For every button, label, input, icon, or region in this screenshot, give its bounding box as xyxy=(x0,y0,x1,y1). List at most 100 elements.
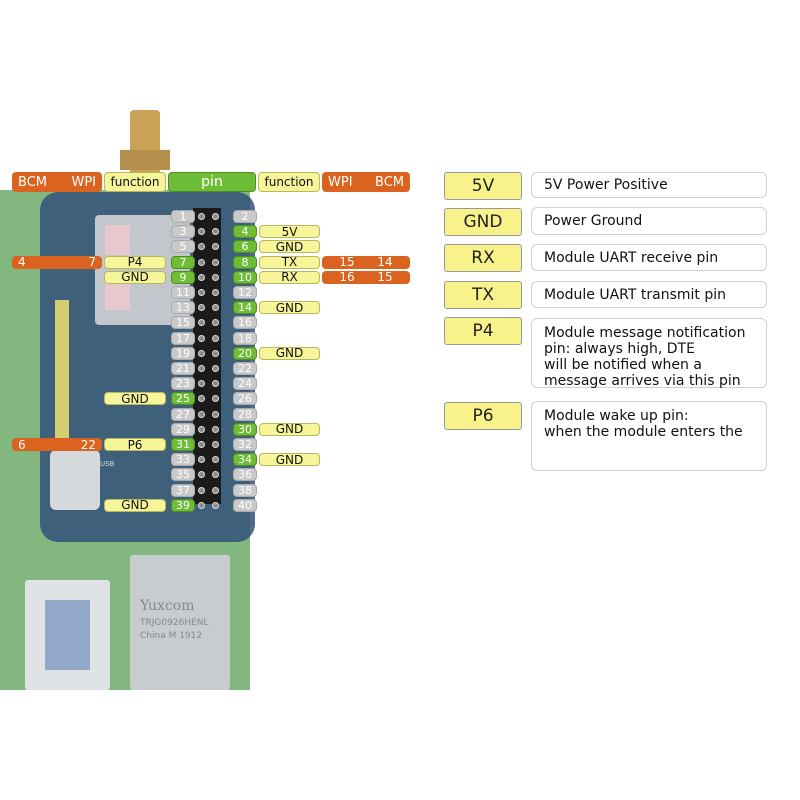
pin-dot-36 xyxy=(212,471,219,479)
header-right-bcm: BCM xyxy=(375,174,404,190)
pin-dot-14 xyxy=(212,304,219,312)
pin-35: 35 xyxy=(171,468,195,482)
pin-dot-31 xyxy=(198,441,205,448)
right-bcm-8: 14 xyxy=(377,255,393,270)
pin-dot-40 xyxy=(212,501,219,509)
right-function-6: GND xyxy=(259,240,320,254)
header-right-wpi: WPI xyxy=(328,174,353,190)
pin-23: 23 xyxy=(171,377,195,391)
pin-dot-37 xyxy=(198,486,205,494)
pin-dot-38 xyxy=(212,486,219,494)
pin-32: 32 xyxy=(233,438,257,451)
legend-tag-5v: 5V xyxy=(444,172,522,200)
right-function-8: TX xyxy=(259,255,320,269)
pin-7: 7 xyxy=(171,255,195,269)
pin-9: 9 xyxy=(171,270,195,284)
pin-dot-20 xyxy=(212,349,219,357)
right-bcm-10: 15 xyxy=(377,270,393,285)
usb-port xyxy=(50,450,100,510)
pin-dot-17 xyxy=(198,334,205,342)
header-left-wpi: WPI xyxy=(71,174,96,190)
pin-dot-39 xyxy=(198,501,205,509)
pin-dot-26 xyxy=(212,395,219,403)
legend-desc-p6: Module wake up pin: when the module ente… xyxy=(531,401,767,471)
left-bcm-31: 6 xyxy=(18,437,26,452)
right-function-4: 5V xyxy=(259,225,320,239)
pin-dot-3 xyxy=(198,228,205,236)
pin-40: 40 xyxy=(233,498,257,512)
pin-dot-28 xyxy=(212,410,219,418)
pin-dot-4 xyxy=(212,228,219,236)
pin-33: 33 xyxy=(171,453,195,467)
pin-30: 30 xyxy=(233,422,257,436)
pin-8: 8 xyxy=(233,255,257,269)
legend-tag-gnd: GND xyxy=(444,208,522,236)
header-pin: pin xyxy=(168,172,256,192)
pin-dot-25 xyxy=(198,395,205,403)
pin-28: 28 xyxy=(233,407,257,421)
pin-11: 11 xyxy=(171,286,195,299)
pin-19: 19 xyxy=(171,346,195,360)
pin-10: 10 xyxy=(233,270,257,284)
right-function-30: GND xyxy=(259,422,320,436)
pin-25: 25 xyxy=(171,392,195,406)
pin-12: 12 xyxy=(233,286,257,299)
pin-dot-13 xyxy=(198,304,205,312)
pin-26: 26 xyxy=(233,392,257,406)
left-function-39: GND xyxy=(104,498,166,512)
pin-dot-10 xyxy=(212,273,219,281)
legend-desc-5v: 5V Power Positive xyxy=(531,172,767,198)
pin-13: 13 xyxy=(171,301,195,315)
legend-desc-p4: Module message notification pin: always … xyxy=(531,318,767,389)
legend-desc-gnd: Power Ground xyxy=(531,207,767,235)
pin-4: 4 xyxy=(233,225,257,239)
pin-22: 22 xyxy=(233,362,257,375)
pin-dot-7 xyxy=(198,258,205,266)
left-bcm-7: 4 xyxy=(18,255,26,270)
pin-dot-29 xyxy=(198,425,205,433)
legend-tag-p4: P4 xyxy=(444,317,522,345)
pin-dot-6 xyxy=(212,243,219,251)
header-left-bcm: BCM xyxy=(18,174,47,190)
pin-5: 5 xyxy=(171,240,195,254)
pin-6: 6 xyxy=(233,240,257,254)
pin-dot-21 xyxy=(198,365,205,372)
ethernet-origin: China M 1912 xyxy=(140,631,202,641)
pin-38: 38 xyxy=(233,483,257,497)
pin-dot-24 xyxy=(212,380,219,388)
pin-2: 2 xyxy=(233,210,257,223)
antenna-nut xyxy=(120,150,170,170)
pin-3: 3 xyxy=(171,225,195,239)
legend-desc-tx: Module UART transmit pin xyxy=(531,281,767,308)
pin-dot-11 xyxy=(198,289,205,296)
right-wpi-10: 16 xyxy=(339,270,355,285)
pin-36: 36 xyxy=(233,468,257,482)
header-strip xyxy=(55,300,69,450)
pin-dot-32 xyxy=(212,441,219,448)
pin-dot-35 xyxy=(198,471,205,479)
pin-dot-8 xyxy=(212,258,219,266)
left-wpi-31: 22 xyxy=(80,437,96,452)
legend-tag-tx: TX xyxy=(444,281,522,309)
legend-tag-p6: P6 xyxy=(444,402,522,430)
left-function-25: GND xyxy=(104,392,166,406)
legend-tag-rx: RX xyxy=(444,244,522,272)
board-illustration: Yuxcom TRJG0926HENL China M 1912 USB xyxy=(0,110,255,690)
left-bcm-wpi-31: 6 22 xyxy=(12,437,102,452)
pin-dot-22 xyxy=(212,365,219,372)
pin-16: 16 xyxy=(233,316,257,330)
right-wpi-8: 15 xyxy=(339,255,355,270)
pin-dot-12 xyxy=(212,289,219,296)
right-function-20: GND xyxy=(259,346,320,360)
pin-15: 15 xyxy=(171,316,195,330)
header-right-function: function xyxy=(258,172,320,192)
sim-chip xyxy=(105,225,130,255)
header-left-bcm-wpi: BCM WPI xyxy=(12,172,102,192)
pin-dot-34 xyxy=(212,456,219,464)
pin-31: 31 xyxy=(171,438,195,451)
pin-37: 37 xyxy=(171,483,195,497)
usb-label: USB xyxy=(100,460,115,468)
ethernet-brand: Yuxcom xyxy=(139,598,194,614)
